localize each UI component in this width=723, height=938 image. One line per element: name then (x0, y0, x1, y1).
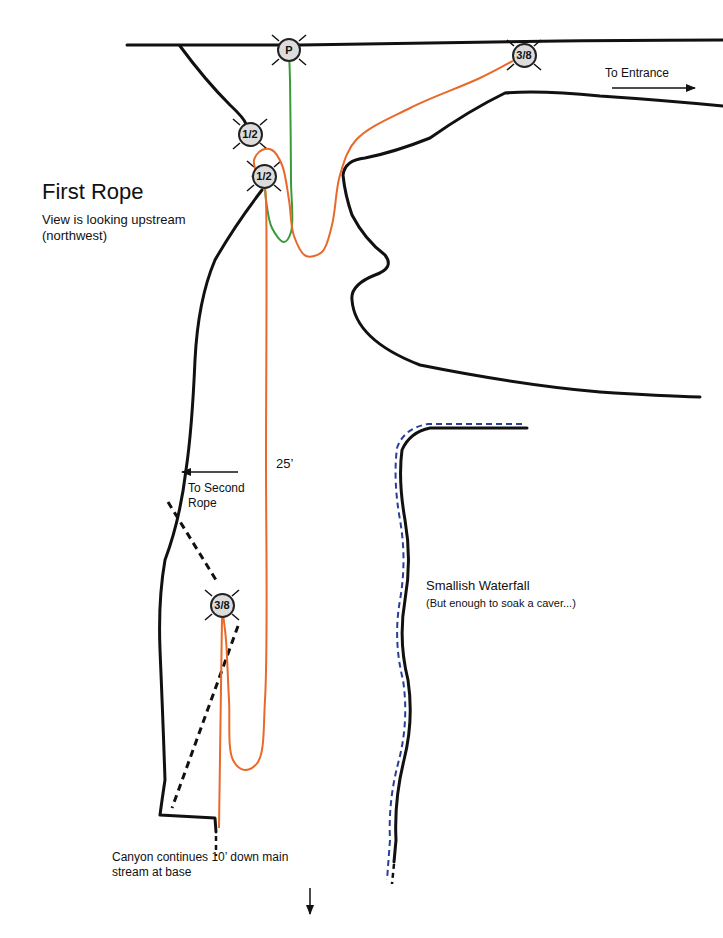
anchor-tick (232, 614, 239, 620)
waterfall-wall (394, 428, 527, 862)
anchor-size: 3/8 (516, 49, 531, 61)
anchor-circle: P (277, 38, 301, 62)
anchor-tick (260, 119, 267, 125)
anchor-tick (272, 35, 279, 41)
note-label: Canyon continues 10’ down main stream at… (112, 850, 302, 880)
anchor-tick (247, 185, 254, 191)
anchor-tick (534, 40, 541, 46)
cave-wall-left (160, 190, 262, 832)
waterfall-wall-end (392, 864, 394, 884)
anchor-tick (534, 64, 541, 70)
cave-passage-floor (343, 92, 723, 397)
direction-arrow (309, 888, 311, 914)
anchor-tick (299, 35, 306, 41)
anchor-tick (232, 590, 239, 596)
loose-rope-end (219, 617, 222, 828)
anchor-tick (205, 590, 212, 596)
note-label: View is looking upstream (northwest) (42, 212, 217, 245)
cave-ceiling (127, 40, 723, 45)
anchor-size: P (285, 44, 292, 56)
note-label: 25’ (276, 456, 316, 472)
anchor-circle: 3/8 (512, 43, 537, 68)
direction-arrow (612, 87, 695, 89)
direction-arrow (182, 471, 238, 473)
anchor-tick (299, 59, 306, 65)
anchor-circle: 3/8 (210, 593, 235, 618)
anchor-tick (233, 119, 240, 125)
anchor-size: 1/2 (242, 128, 257, 140)
rope (265, 62, 292, 242)
note-label: To Second Rope (188, 481, 268, 511)
note-label: To Entrance (605, 66, 715, 81)
waterfall (387, 424, 522, 880)
anchor-tick (233, 143, 240, 149)
anchor-tick (272, 59, 279, 65)
rope (252, 61, 513, 257)
anchor-size: 1/2 (256, 170, 271, 182)
note-label: Smallish Waterfall (426, 578, 626, 594)
anchor-tick (205, 614, 212, 620)
ledge-outline (172, 626, 238, 808)
anchor-size: 3/8 (214, 599, 229, 611)
cave-wall-upper-left (180, 46, 246, 124)
anchor-tick (507, 40, 514, 46)
anchor-tick (507, 64, 514, 70)
rope (223, 188, 266, 770)
anchor-circle: 1/2 (238, 122, 263, 147)
note-label: (But enough to soak a caver...) (426, 597, 636, 611)
ledge-outline (168, 502, 216, 580)
diagram-title: First Rope (42, 178, 242, 206)
anchor-circle: 1/2 (252, 164, 277, 189)
anchor-tick (274, 185, 281, 191)
